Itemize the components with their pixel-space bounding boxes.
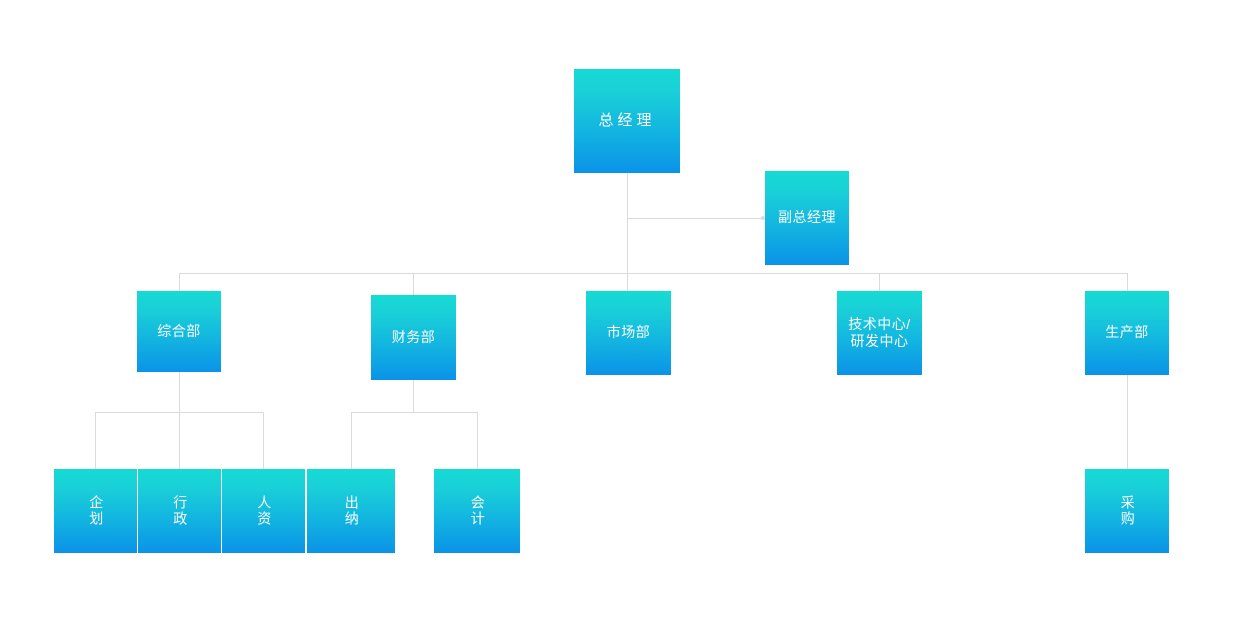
node-general-affairs-label: 综合部	[157, 322, 201, 339]
connector-production-to-purchasing	[1127, 375, 1128, 469]
node-deputy-general-manager[interactable]: 副总经理	[765, 171, 849, 265]
node-purchasing-section[interactable]: 采购	[1085, 469, 1169, 553]
connector-drop-planning	[95, 412, 96, 469]
connector-finance-stem	[413, 380, 414, 413]
node-marketing-label: 市场部	[606, 324, 651, 341]
connector-drop-general-affairs	[179, 273, 180, 291]
connector-drop-production	[1127, 273, 1128, 291]
connector-root-to-deputy	[627, 218, 765, 219]
node-general-affairs-department[interactable]: 综合部	[137, 291, 221, 372]
node-tech-center[interactable]: 技术中心/ 研发中心	[837, 291, 922, 375]
connector-drop-cashier	[351, 412, 352, 469]
node-cashier-section[interactable]: 出纳	[307, 469, 395, 553]
connector-drop-tech-center	[879, 273, 880, 291]
node-cashier-label: 出纳	[343, 495, 360, 527]
node-production-department[interactable]: 生产部	[1085, 291, 1169, 375]
connector-finance-bus	[351, 412, 478, 413]
node-finance-department[interactable]: 财务部	[371, 295, 456, 380]
node-human-resources-label: 人资	[256, 495, 273, 527]
connector-drop-accounting	[477, 412, 478, 469]
node-human-resources-section[interactable]: 人资	[222, 469, 305, 553]
node-administration-section[interactable]: 行政	[138, 469, 221, 553]
node-tech-center-label: 技术中心/ 研发中心	[848, 315, 911, 350]
connector-root-stem	[627, 173, 628, 291]
node-purchasing-label: 采购	[1119, 495, 1136, 527]
node-administration-label: 行政	[172, 495, 189, 527]
node-planning-label: 企划	[88, 495, 105, 527]
connector-level1-bus	[179, 273, 1127, 274]
node-accounting-section[interactable]: 会计	[434, 469, 520, 553]
node-general-manager-label: 总经理	[598, 111, 656, 129]
node-planning-section[interactable]: 企划	[54, 469, 137, 553]
connector-drop-human-resources	[263, 412, 264, 469]
node-accounting-label: 会计	[469, 495, 486, 527]
node-marketing-department[interactable]: 市场部	[586, 291, 671, 375]
node-finance-label: 财务部	[391, 328, 436, 345]
connector-deputy-endpoint-dot	[761, 216, 765, 220]
connector-drop-finance	[413, 273, 414, 295]
node-general-manager[interactable]: 总经理	[574, 69, 680, 173]
node-production-label: 生产部	[1105, 324, 1149, 341]
connector-general-affairs-stem	[179, 372, 180, 413]
node-deputy-general-manager-label: 副总经理	[778, 209, 836, 226]
connector-drop-administration	[179, 412, 180, 469]
